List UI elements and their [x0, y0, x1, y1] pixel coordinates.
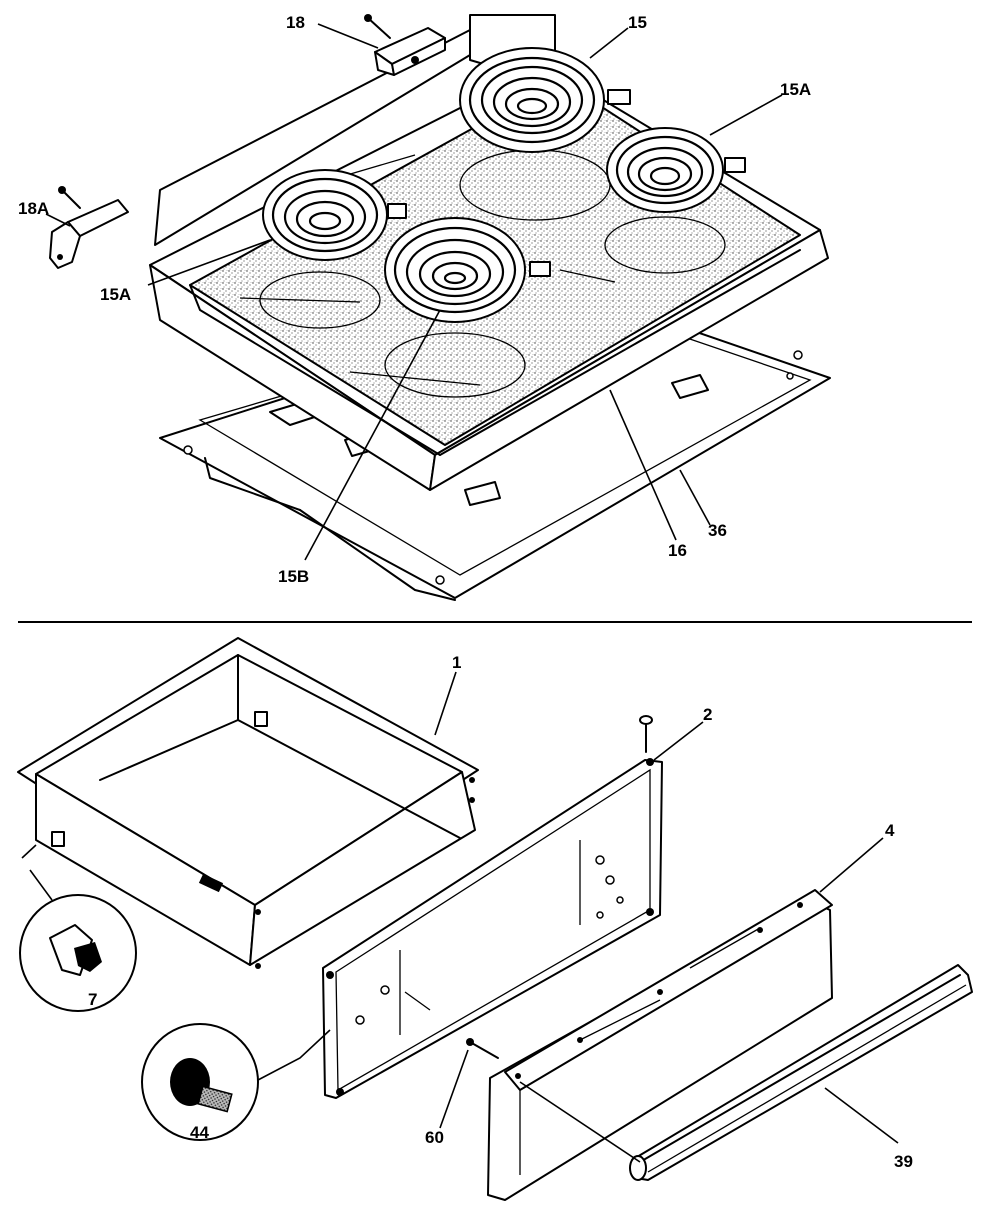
callout-15B: 15B [278, 567, 309, 586]
screw-60 [466, 1038, 499, 1059]
callout-44: 44 [190, 1123, 209, 1142]
callout-60: 60 [425, 1128, 444, 1147]
callout-15A-left: 15A [100, 285, 131, 304]
callout-15A-right: 15A [780, 80, 811, 99]
surface-element-left [262, 169, 407, 261]
hinge-18A [49, 186, 129, 269]
drawer-body-1 [17, 637, 479, 969]
callout-4: 4 [885, 821, 895, 840]
callout-39: 39 [894, 1152, 913, 1171]
callout-16-lower: 16 [668, 541, 687, 560]
surface-element-front [384, 217, 551, 323]
inset-7 [19, 844, 137, 1012]
callout-18: 18 [286, 13, 305, 32]
callout-2: 2 [703, 705, 712, 724]
bottom-leader-lines [434, 671, 899, 1163]
inset-44 [141, 1023, 331, 1141]
surface-element-right [606, 127, 746, 213]
callout-1: 1 [452, 653, 461, 672]
callout-labels: 18 15 15A 18A 15A 15B 16 36 1 2 4 7 44 6… [18, 13, 913, 1171]
drawer-front-4 [487, 889, 833, 1201]
callout-15: 15 [628, 13, 647, 32]
hinge-18 [364, 14, 446, 76]
top-leader-lines [45, 23, 783, 561]
callout-18A: 18A [18, 199, 49, 218]
callout-36: 36 [708, 521, 727, 540]
surface-element-rear-left [459, 47, 631, 153]
callout-7: 7 [88, 990, 97, 1009]
drawer-panel-2 [322, 715, 663, 1099]
drawer-handle-39 [629, 964, 973, 1181]
